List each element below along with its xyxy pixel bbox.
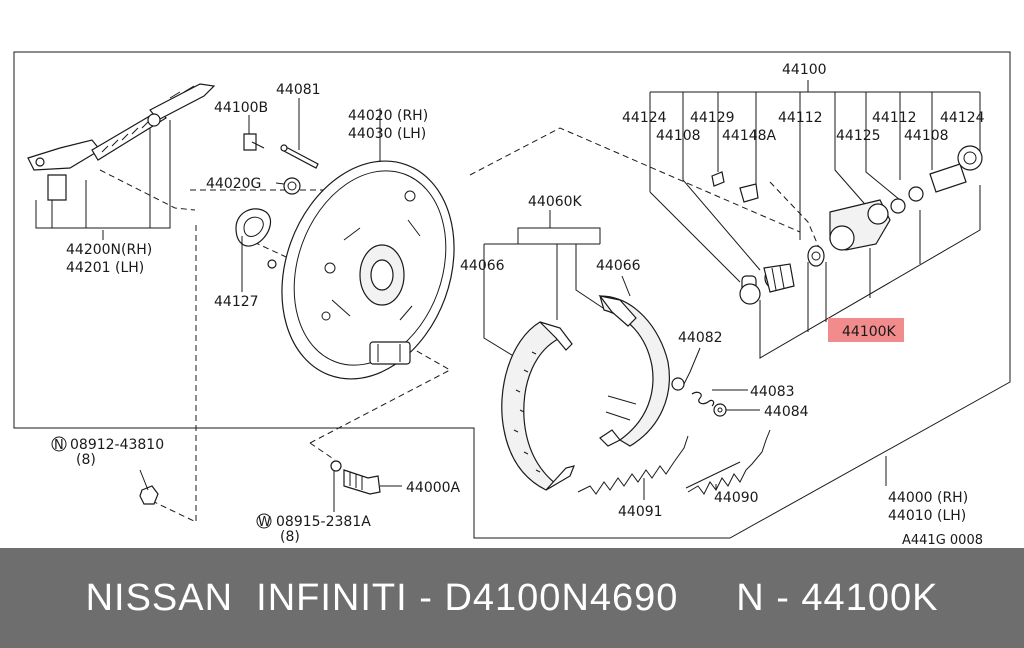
figure-code: A441G 0008 (902, 533, 983, 548)
prefix-circle-N (51, 436, 67, 452)
label-44148A: 44148A (722, 128, 777, 144)
return-springs (577, 429, 771, 500)
grommet-44020G (275, 177, 301, 195)
label-44000-rh: 44000 (RH) (888, 490, 968, 506)
highlight-44100K (828, 318, 904, 342)
bolt-44100B (243, 115, 265, 151)
dash-link-top (469, 127, 801, 233)
footer-part-number-text: NISSAN INFINITI - D4100N4690 N - 44100K (85, 576, 939, 619)
dash-link-bolt (309, 349, 452, 444)
parking-brake-lever (27, 83, 216, 240)
brake-shoe-left (501, 321, 575, 491)
dash-link-cyl (769, 181, 821, 251)
assembly-frame (13, 51, 1011, 539)
label-08912-prefix: N (54, 438, 64, 453)
label-44108-left: 44108 (656, 128, 701, 144)
shoe-set-bracket (483, 210, 631, 361)
label-44060K: 44060K (528, 194, 583, 210)
label-44100: 44100 (782, 62, 827, 78)
label-08912-qty: (8) (76, 452, 96, 468)
brake-shoe-right (598, 295, 670, 447)
part-number-footer: NISSAN INFINITI - D4100N4690 N - 44100K (0, 548, 1024, 648)
label-44100B: 44100B (214, 100, 268, 116)
label-44124-left: 44124 (622, 110, 667, 126)
dash-link-washer (309, 442, 336, 461)
label-44083: 44083 (750, 384, 795, 400)
prefix-circle-W (256, 513, 272, 529)
gasket-44127 (235, 208, 277, 292)
brake-assembly-diagram: 44100 44124 44129 44112 44112 44124 4410… (13, 51, 1011, 548)
dash-link-lever (99, 169, 196, 211)
label-08912: 08912-43810 (70, 437, 164, 453)
label-08915: 08915-2381A (276, 514, 371, 530)
label-44081: 44081 (276, 82, 321, 98)
label-44030-lh: 44030 (LH) (348, 126, 426, 142)
label-44082: 44082 (678, 330, 723, 346)
label-44124-right: 44124 (940, 110, 985, 126)
label-44084: 44084 (764, 404, 809, 420)
label-08915-prefix: W (258, 515, 271, 530)
pin-44081 (280, 98, 319, 169)
label-44066-right: 44066 (596, 258, 641, 274)
label-44127: 44127 (214, 294, 259, 310)
label-44200N: 44200N(RH) (66, 242, 152, 258)
wheel-cylinder-parts (711, 145, 983, 305)
label-44112-right: 44112 (872, 110, 917, 126)
label-44091: 44091 (618, 504, 663, 520)
label-44100K: 44100K (842, 324, 897, 340)
label-44010-lh: 44010 (LH) (888, 508, 966, 524)
label-44020-rh: 44020 (RH) (348, 108, 428, 124)
wheel-cylinder-bracket (649, 80, 981, 359)
label-44112-left: 44112 (778, 110, 823, 126)
label-44000A: 44000A (406, 480, 461, 496)
label-44129: 44129 (690, 110, 735, 126)
label-44066-left: 44066 (460, 258, 505, 274)
label-44125: 44125 (836, 128, 881, 144)
backing-plate (281, 108, 455, 380)
label-08915-qty: (8) (280, 529, 300, 545)
label-44108-right: 44108 (904, 128, 949, 144)
nut-08912 (139, 469, 159, 505)
mounting-bolt-44000A (330, 460, 402, 512)
dash-link-nut (149, 225, 197, 523)
label-44201: 44201 (LH) (66, 260, 144, 276)
spring-retainer (671, 347, 760, 417)
label-44090: 44090 (714, 490, 759, 506)
label-44020G: 44020G (206, 176, 261, 192)
